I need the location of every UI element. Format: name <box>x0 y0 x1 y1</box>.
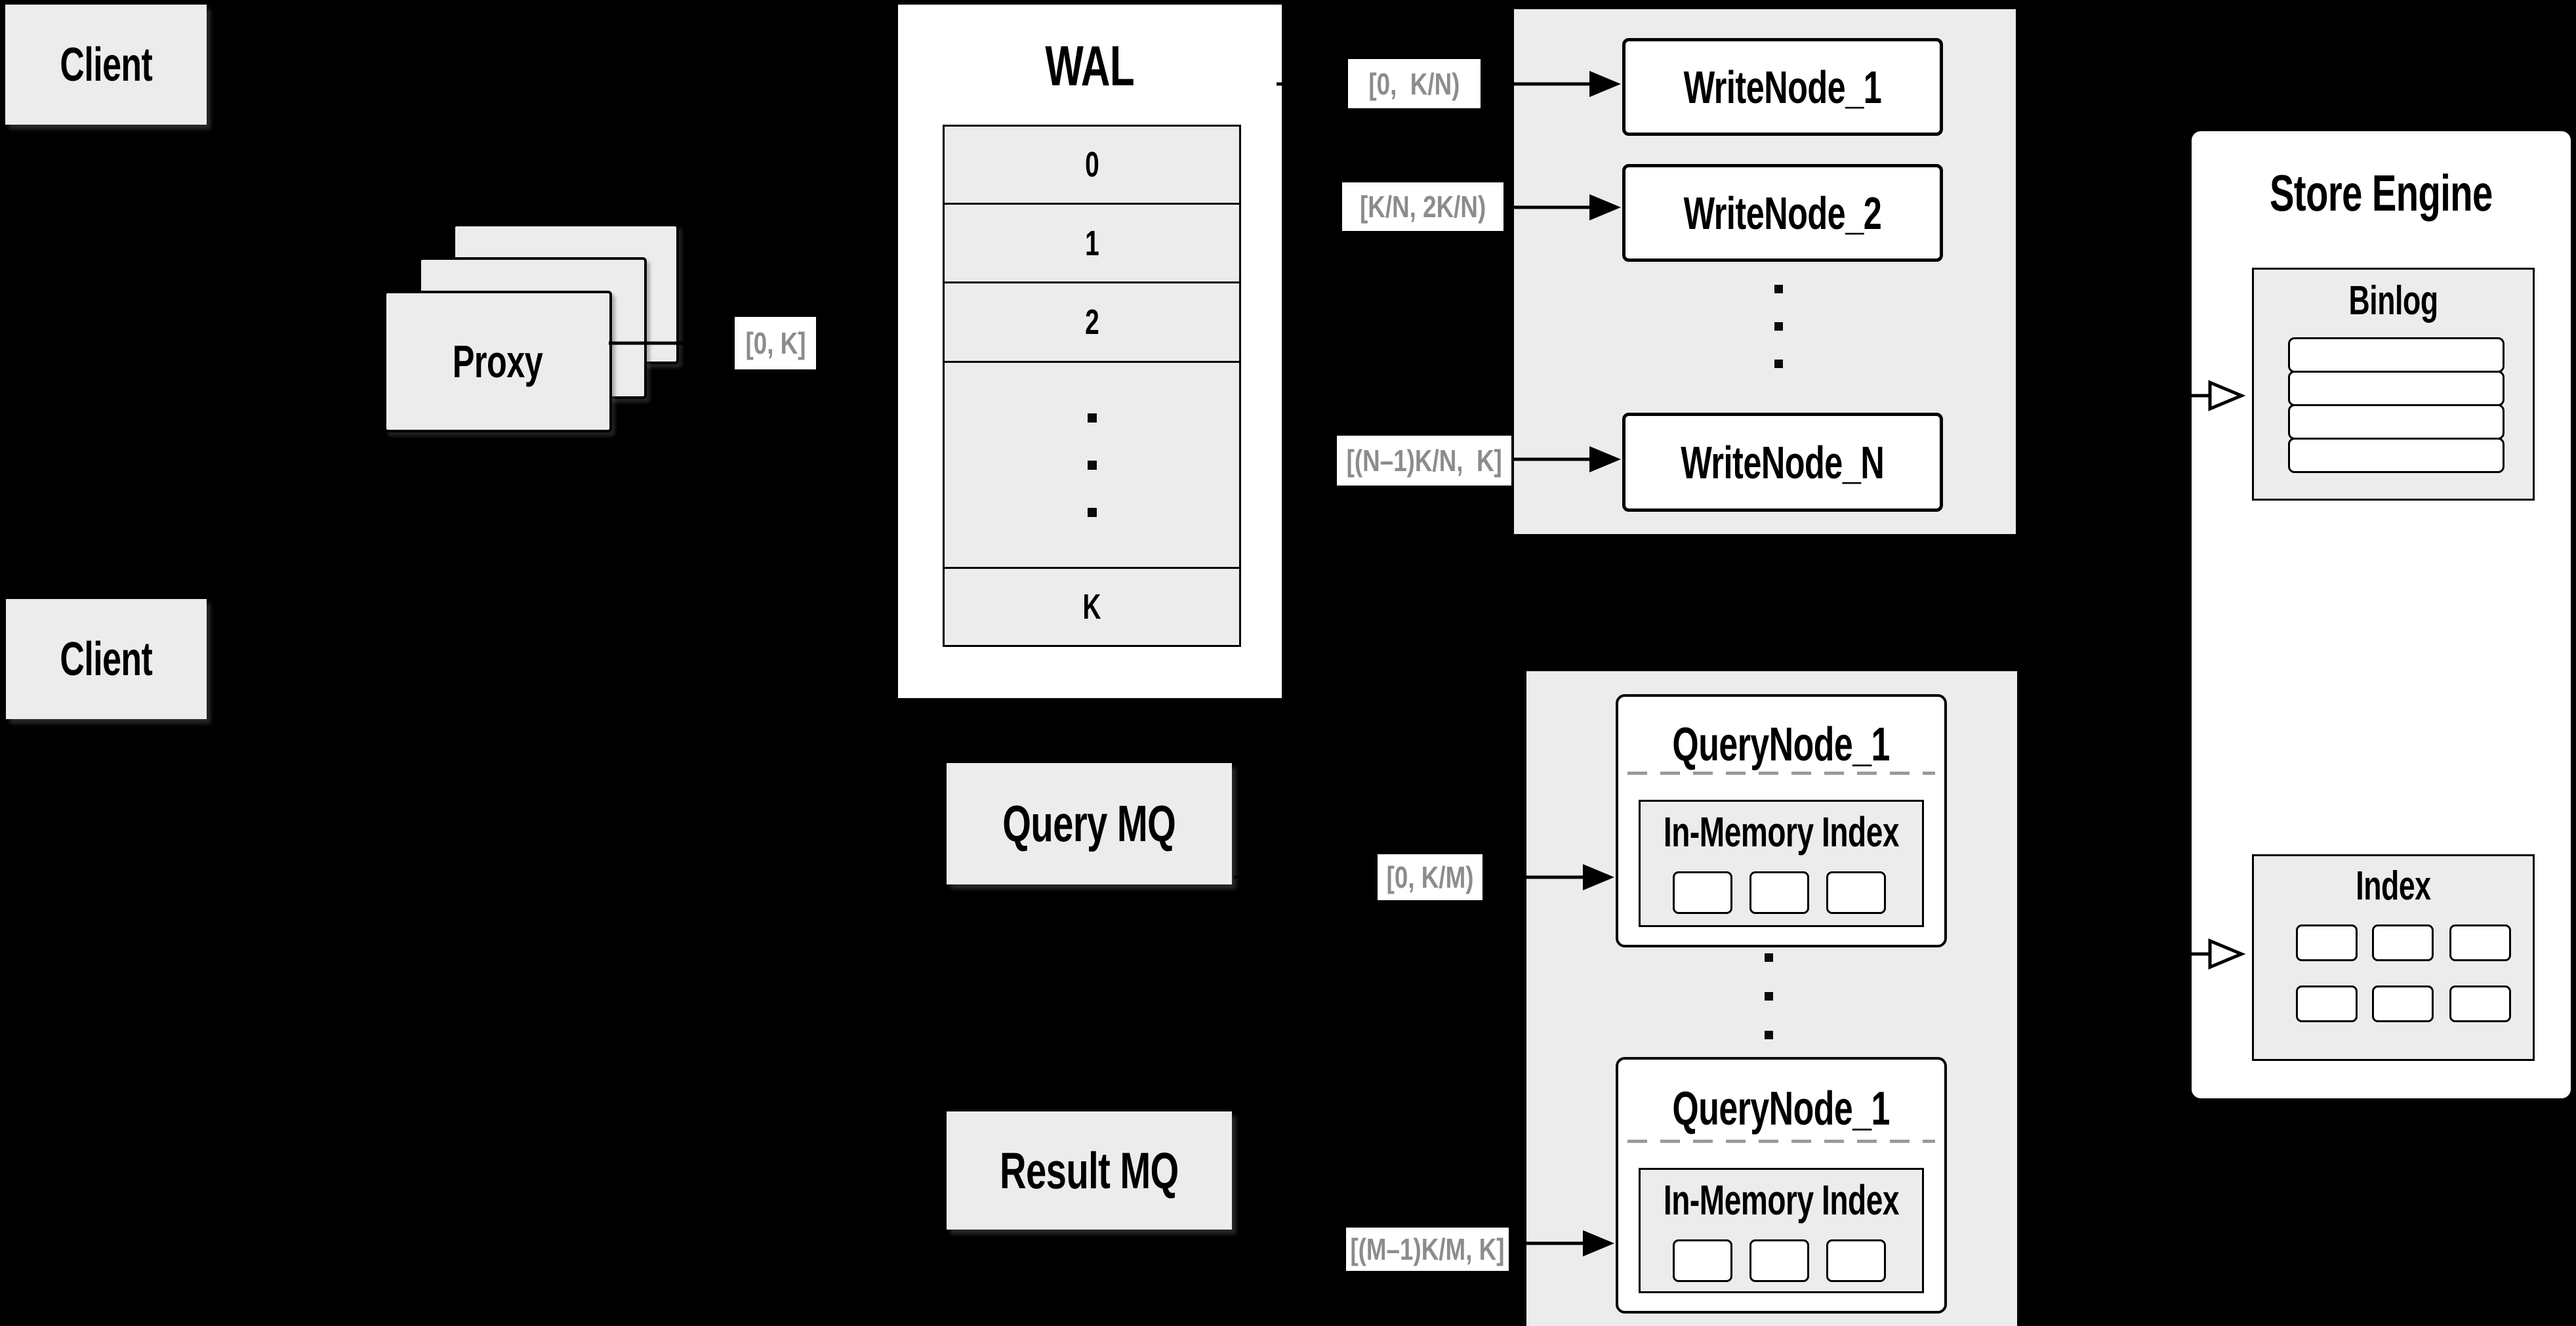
write-node-1: WriteNode_1 <box>1622 38 1943 136</box>
ellipsis-dots-icon <box>1770 285 1787 368</box>
query-node-top: QueryNode_1 In-Memory Index <box>1616 694 1947 947</box>
index-cell <box>2372 985 2434 1022</box>
result-mq-box: Result MQ <box>947 1111 1232 1230</box>
dashed-divider <box>1627 1140 1935 1143</box>
index-box: Index <box>2252 854 2535 1061</box>
write-node-2: WriteNode_2 <box>1622 164 1943 262</box>
segment-slot <box>1826 1239 1886 1282</box>
query-mq-box: Query MQ <box>947 763 1232 884</box>
client-box-bottom: Client <box>6 599 207 719</box>
wal-panel: WAL 0 1 2 K <box>898 5 1282 698</box>
store-engine-title: Store Engine <box>2270 163 2493 222</box>
index-cell <box>2372 924 2434 961</box>
segment-slot <box>1749 1239 1809 1282</box>
range-label-querynode-1: [0, K/M) <box>1378 854 1482 900</box>
segment-slot <box>1826 871 1886 914</box>
index-cell <box>2296 985 2358 1022</box>
binlog-title: Binlog <box>2348 278 2438 323</box>
in-memory-index-top: In-Memory Index <box>1639 800 1924 927</box>
query-node-bottom: QueryNode_1 In-Memory Index <box>1616 1057 1947 1314</box>
in-memory-index-top-title: In-Memory Index <box>1663 808 1900 856</box>
dashed-divider <box>1627 772 1935 775</box>
arrow-writenodes-to-binlog <box>2020 380 2246 411</box>
client-box-top: Client <box>5 5 207 125</box>
wal-table: 0 1 2 K <box>943 125 1241 647</box>
wal-title: WAL <box>1045 34 1135 98</box>
write-node-panel: WriteNode_1 WriteNode_2 WriteNode_N <box>1514 9 2016 534</box>
wal-row: 1 <box>943 203 1241 283</box>
range-label-writenode-1: [0, K/N) <box>1348 59 1481 108</box>
wal-row: K <box>943 567 1241 647</box>
index-cell <box>2449 985 2511 1022</box>
range-label-proxy-out: [0, K] <box>735 317 816 369</box>
in-memory-index-bottom-title: In-Memory Index <box>1663 1176 1900 1224</box>
binlog-row <box>2288 438 2504 473</box>
wal-row-ellipsis <box>943 361 1241 569</box>
query-node-panel: QueryNode_1 In-Memory Index QueryNode_1 <box>1526 671 2017 1326</box>
binlog-box: Binlog <box>2252 268 2535 501</box>
index-cell <box>2296 924 2358 961</box>
range-label-writenode-2: [K/N, 2K/N) <box>1342 182 1503 231</box>
query-node-top-title: QueryNode_1 <box>1672 718 1891 771</box>
segment-slot <box>1673 1239 1732 1282</box>
range-label-writenode-n: [(N–1)K/N, K] <box>1337 436 1511 486</box>
arrow-querynodes-to-index <box>2020 938 2246 970</box>
index-title: Index <box>2356 863 2431 909</box>
ellipsis-dots-icon <box>1087 413 1097 517</box>
ellipsis-dots-icon <box>1760 953 1777 1039</box>
segment-slot <box>1749 871 1809 914</box>
binlog-rows <box>2288 337 2504 473</box>
index-cell <box>2449 924 2511 961</box>
proxy-box: Proxy <box>384 291 612 432</box>
write-node-n: WriteNode_N <box>1622 413 1943 512</box>
range-label-querynode-m: [(M–1)K/M, K] <box>1346 1228 1509 1271</box>
in-memory-index-bottom: In-Memory Index <box>1639 1168 1924 1293</box>
segment-slot <box>1673 871 1732 914</box>
query-node-bottom-title: QueryNode_1 <box>1672 1083 1891 1135</box>
store-engine-box: Store Engine Binlog Index <box>2189 129 2573 1101</box>
